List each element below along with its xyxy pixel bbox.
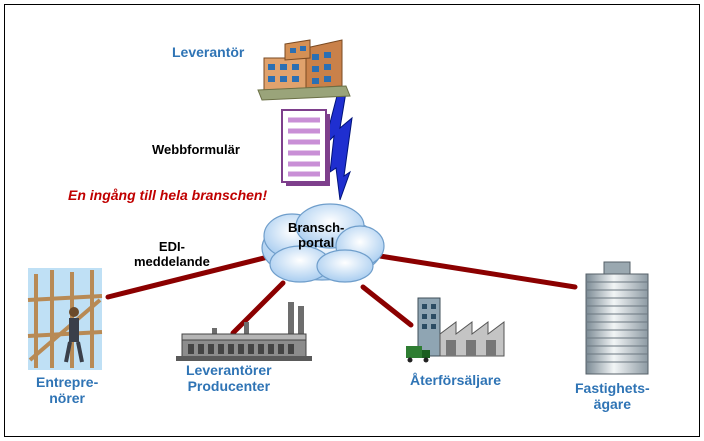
webform-label: Webbformulär [152, 142, 240, 157]
webform-document-icon [281, 109, 330, 186]
link-resellers [360, 284, 414, 328]
warehouse-icon [406, 297, 505, 363]
owners-label: Fastighets- ägare [575, 380, 650, 413]
factory-icon [176, 302, 312, 361]
portal-cloud-icon [261, 203, 385, 283]
supplier-building-icon [257, 39, 351, 101]
link-contractors [105, 253, 275, 300]
office-tower-icon [585, 261, 649, 375]
connection-lines [105, 253, 578, 336]
contractors-label: Entrepre- nörer [36, 374, 99, 407]
lightning-bolt-icon [323, 91, 353, 201]
portal-label: Bransch- portal [288, 220, 345, 250]
contractors-photo-icon [27, 268, 103, 370]
producers-label: Leverantörer Producenter [186, 362, 272, 395]
link-producers [230, 280, 286, 336]
slogan-text: En ingång till hela branschen! [68, 187, 268, 203]
edi-label: EDI- meddelande [134, 239, 210, 269]
supplier-label: Leverantör [172, 44, 245, 60]
link-owners [377, 253, 578, 290]
resellers-label: Återförsäljare [410, 372, 502, 388]
